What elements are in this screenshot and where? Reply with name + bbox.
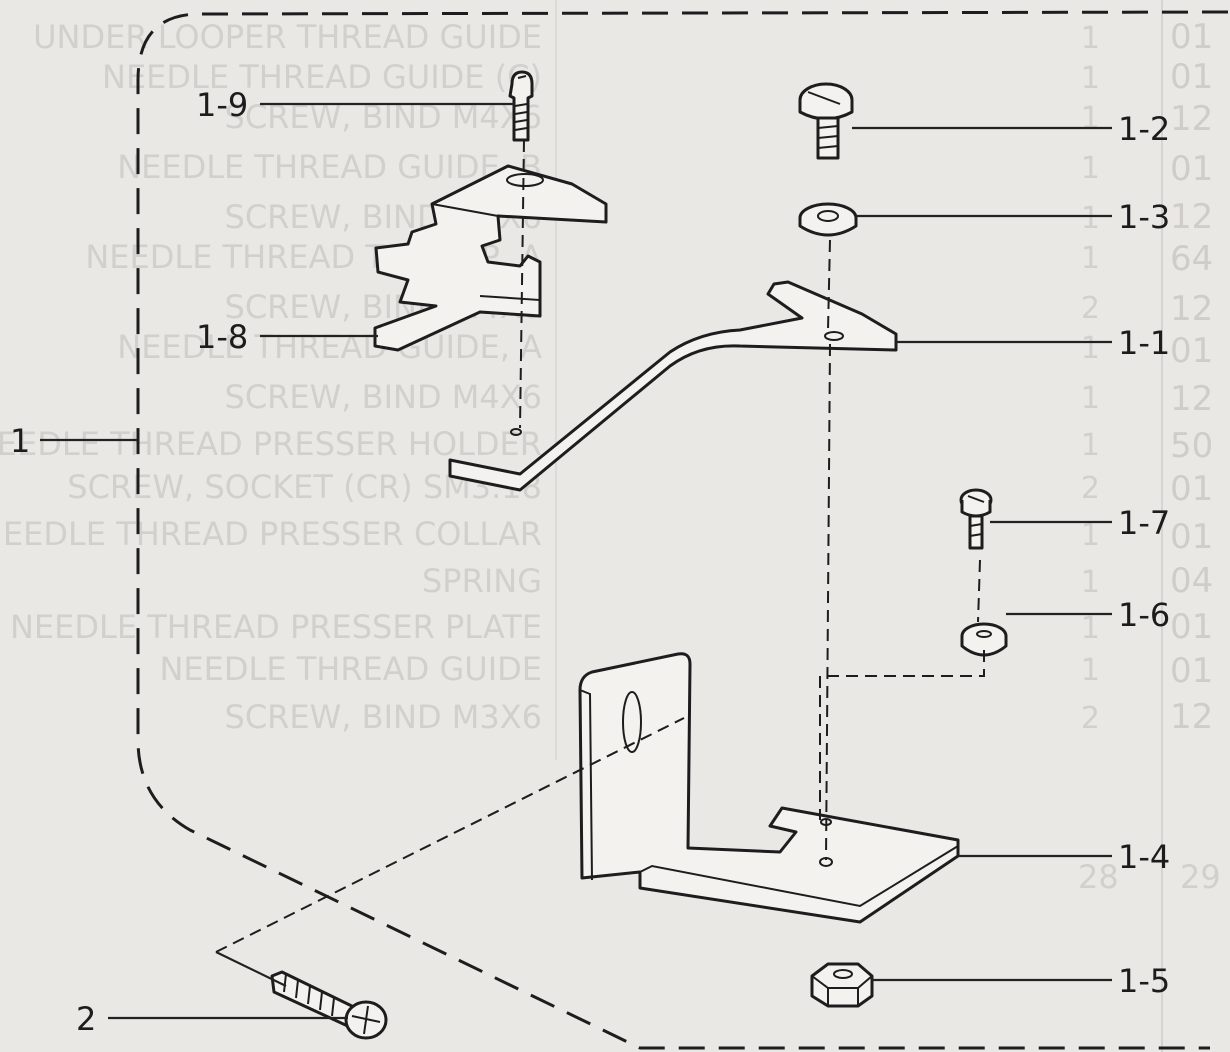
callout-1-3: 1-3 — [1118, 198, 1170, 236]
ghost-ref: 01 — [1170, 469, 1213, 509]
callout-1-9: 1-9 — [196, 86, 248, 124]
part-1-5-nut — [810, 962, 874, 1008]
ghost-qty: 1 — [1081, 151, 1100, 186]
callout-1-5: 1-5 — [1118, 962, 1170, 1000]
part-1-3-washer — [798, 202, 858, 237]
callout-1-2: 1-2 — [1118, 110, 1170, 148]
ghost-ref: 01 — [1170, 331, 1213, 371]
callout-1-6: 1-6 — [1118, 596, 1170, 634]
ghost-name: NEEDLE THREAD GUIDE, A — [117, 328, 542, 366]
ghost-ref: 12 — [1170, 379, 1213, 419]
ghost-name: NEEDLE THREAD PRESSER PLATE — [10, 608, 542, 646]
ghost-ref: 01 — [1170, 607, 1213, 647]
ghost-qty: 2 — [1081, 291, 1100, 326]
ghost-ref: 12 — [1170, 99, 1213, 139]
ghost-ref: 04 — [1170, 561, 1213, 601]
ghost-qty: 1 — [1081, 611, 1100, 646]
callout-1-1: 1-1 — [1118, 324, 1170, 362]
ghost-qty: 1 — [1081, 101, 1100, 136]
part-1-6-washer — [960, 622, 1008, 657]
ghost-name: NEEDLE THREAD PRESSER COLLAR — [0, 515, 542, 553]
ghost-qty: 1 — [1081, 653, 1100, 688]
ghost-ref: 12 — [1170, 197, 1213, 237]
ghost-name: NEEDLE THREAD GUIDE — [159, 650, 542, 688]
assembly-group-border — [136, 10, 1229, 1050]
assembly-axes — [215, 139, 985, 987]
ghost-name: NEEDLE THREAD GUIDE, B — [117, 148, 542, 186]
ghost-ref: 50 — [1170, 426, 1213, 466]
part-1-2-screw — [798, 82, 854, 160]
callout-leaders — [40, 102, 1112, 1020]
part-1-9-screw — [508, 70, 534, 142]
ghost-qty: 2 — [1081, 471, 1100, 506]
ghost-ref: 64 — [1170, 239, 1213, 279]
ghost-qty: 1 — [1081, 518, 1100, 553]
ghost-qty: 1 — [1081, 428, 1100, 463]
part-2-screw — [270, 970, 388, 1040]
ghost-page-number: 28 — [1078, 858, 1119, 896]
ghost-qty: 1 — [1081, 201, 1100, 236]
ghost-qty: 1 — [1081, 21, 1100, 56]
ghost-name: UNDER LOOPER THREAD GUIDE — [33, 18, 542, 56]
callout-assembly-1: 1 — [10, 422, 30, 460]
callout-1-4: 1-4 — [1118, 838, 1170, 876]
ghost-ref: 01 — [1170, 517, 1213, 557]
ghost-ref: 01 — [1170, 651, 1213, 691]
ghost-page-number: 29 — [1180, 858, 1221, 896]
ghost-ref: 12 — [1170, 697, 1213, 737]
callout-labels: 1-9 1-2 1-3 1-1 1-8 1-7 1-6 1-4 1-5 1 2 — [10, 86, 1170, 1038]
ghost-ref: 01 — [1170, 149, 1213, 189]
ghost-ref: 12 — [1170, 289, 1213, 329]
ghost-qty: 2 — [1081, 701, 1100, 736]
ghost-ref: 01 — [1170, 57, 1213, 97]
ghost-ref: 01 — [1170, 17, 1213, 57]
ghost-name: SCREW, BIND M3X6 — [225, 698, 542, 736]
ghost-qty: 1 — [1081, 381, 1100, 416]
part-1-8-guide — [373, 164, 608, 352]
part-1-1-plate — [448, 280, 898, 492]
part-1-4-bracket — [578, 652, 960, 924]
ghost-name: NEEDLE THREAD GUIDE (C) — [102, 58, 542, 96]
ghost-qty: 1 — [1081, 331, 1100, 366]
part-1-7-screw — [959, 488, 993, 550]
callout-1-7: 1-7 — [1118, 504, 1170, 542]
ghost-name: SCREW, BIND M4X6 — [225, 378, 542, 416]
ghost-name: NEEDLE THREAD PRESSER HOLDER — [0, 425, 542, 463]
ghost-qty: 1 — [1081, 61, 1100, 96]
ghost-qty: 1 — [1081, 565, 1100, 600]
callout-1-8: 1-8 — [196, 318, 248, 356]
callout-2: 2 — [76, 1000, 96, 1038]
ghost-qty: 1 — [1081, 241, 1100, 276]
ghost-name: SPRING — [422, 562, 542, 600]
